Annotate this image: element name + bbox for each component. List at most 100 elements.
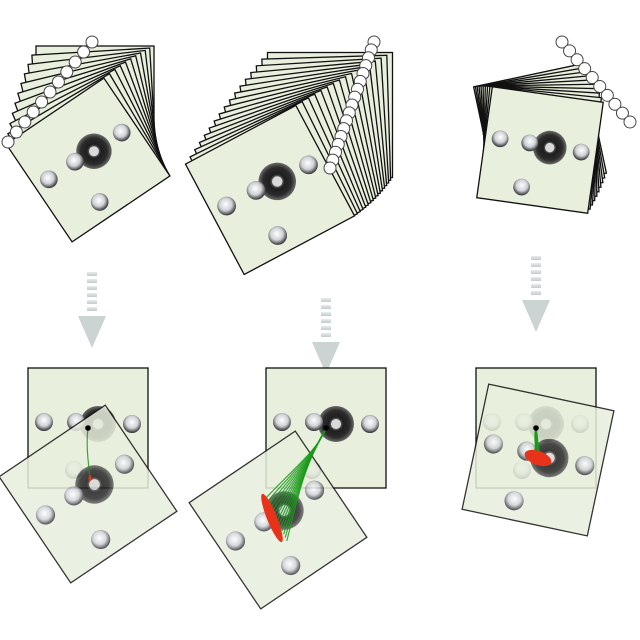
down-arrow: [312, 298, 340, 374]
trajectory-bundle: [86, 427, 91, 479]
arrow-dash: [87, 300, 97, 304]
ball-marker: [513, 178, 531, 196]
alignment-result-left: [0, 367, 178, 584]
down-arrows: [78, 256, 550, 374]
arrow-dash: [321, 298, 331, 302]
arrow-dash: [321, 333, 331, 337]
connector-bead: [615, 106, 629, 120]
connector-bead: [600, 88, 614, 102]
ring-hole: [89, 479, 100, 490]
arrow-dash: [87, 293, 97, 297]
ball-marker: [572, 143, 590, 161]
arrow-head: [312, 342, 340, 374]
ball-marker: [483, 434, 504, 454]
arrow-dash: [531, 256, 541, 260]
connector-bead: [35, 95, 49, 109]
connector-bead: [85, 35, 99, 49]
arrow-dash: [87, 272, 97, 276]
trajectory-bundle: [265, 427, 327, 542]
connector-bead: [555, 35, 569, 49]
connector-bead: [77, 45, 91, 59]
ring-hole: [89, 146, 99, 157]
ball-marker: [114, 454, 135, 474]
ball-marker: [112, 123, 131, 142]
ball-marker: [268, 226, 288, 245]
arrow-dash: [87, 286, 97, 290]
connector-bead: [608, 97, 622, 111]
arrow-dash: [321, 319, 331, 323]
image-frame: [476, 86, 604, 214]
ball-marker: [304, 480, 325, 500]
ring-marker: [258, 162, 296, 201]
arrow-dash: [87, 307, 97, 311]
ball-marker: [225, 531, 246, 551]
ball-marker: [504, 491, 524, 511]
arrow-dash: [321, 326, 331, 330]
connector-bead: [323, 161, 337, 175]
ball-marker: [64, 486, 84, 506]
trajectory-endpoints: [261, 493, 283, 543]
connector-bead: [593, 79, 607, 93]
alignment-result-middle: [188, 367, 387, 610]
ball-marker: [39, 170, 58, 189]
ball-marker: [35, 413, 53, 431]
arrow-dash: [531, 291, 541, 295]
origin-point: [533, 425, 539, 431]
connector-bead: [623, 115, 637, 129]
down-arrow: [78, 272, 106, 348]
ball-marker: [491, 130, 509, 148]
arrow-dash: [321, 305, 331, 309]
origin-point: [323, 425, 329, 431]
ball-marker: [361, 415, 379, 433]
connector-chain: [555, 35, 637, 129]
arrow-dash: [531, 284, 541, 288]
image-frame: [5, 77, 171, 243]
trajectory-line: [86, 427, 91, 479]
connector-bead: [570, 53, 584, 67]
ball-marker: [90, 193, 109, 211]
ball-marker: [246, 180, 266, 200]
ring-hole: [331, 419, 341, 429]
ring-hole: [272, 176, 283, 187]
connector-bead: [563, 44, 577, 58]
ball-marker: [217, 196, 236, 216]
ball-marker: [305, 413, 323, 431]
alignment-result-right: [461, 367, 615, 537]
arrow-head: [522, 300, 550, 332]
arrow-dash: [531, 277, 541, 281]
ball-marker: [91, 529, 111, 550]
connector-chain: [1, 35, 99, 149]
connector-bead: [18, 115, 32, 129]
ring-hole: [545, 142, 555, 153]
arrow-dash: [531, 270, 541, 274]
connector-bead: [51, 75, 65, 89]
connector-bead: [578, 62, 592, 76]
connector-chain: [323, 35, 381, 175]
ball-marker: [35, 505, 56, 525]
connector-bead: [9, 125, 23, 139]
ball-marker: [123, 415, 141, 433]
ring-marker: [318, 406, 354, 442]
frame-stack-middle: [184, 35, 394, 276]
connector-bead: [26, 105, 40, 119]
trajectory-endpoints: [524, 449, 552, 467]
down-arrow: [522, 256, 550, 332]
connector-bead: [60, 65, 74, 79]
frame-stack-right: [472, 35, 637, 214]
ring-marker: [76, 133, 112, 169]
ball-marker: [281, 555, 301, 576]
arrow-dash: [531, 263, 541, 267]
ball-marker: [521, 134, 539, 152]
image-frame: [184, 104, 356, 276]
origin-point: [85, 425, 91, 431]
ball-marker: [575, 455, 595, 476]
ring-marker: [75, 465, 114, 504]
image-frame: [0, 404, 178, 584]
frame-stack-left: [1, 35, 171, 243]
ball-marker: [66, 152, 84, 171]
arrow-head: [78, 316, 106, 348]
connector-bead: [1, 135, 15, 149]
connector-bead: [68, 55, 82, 69]
